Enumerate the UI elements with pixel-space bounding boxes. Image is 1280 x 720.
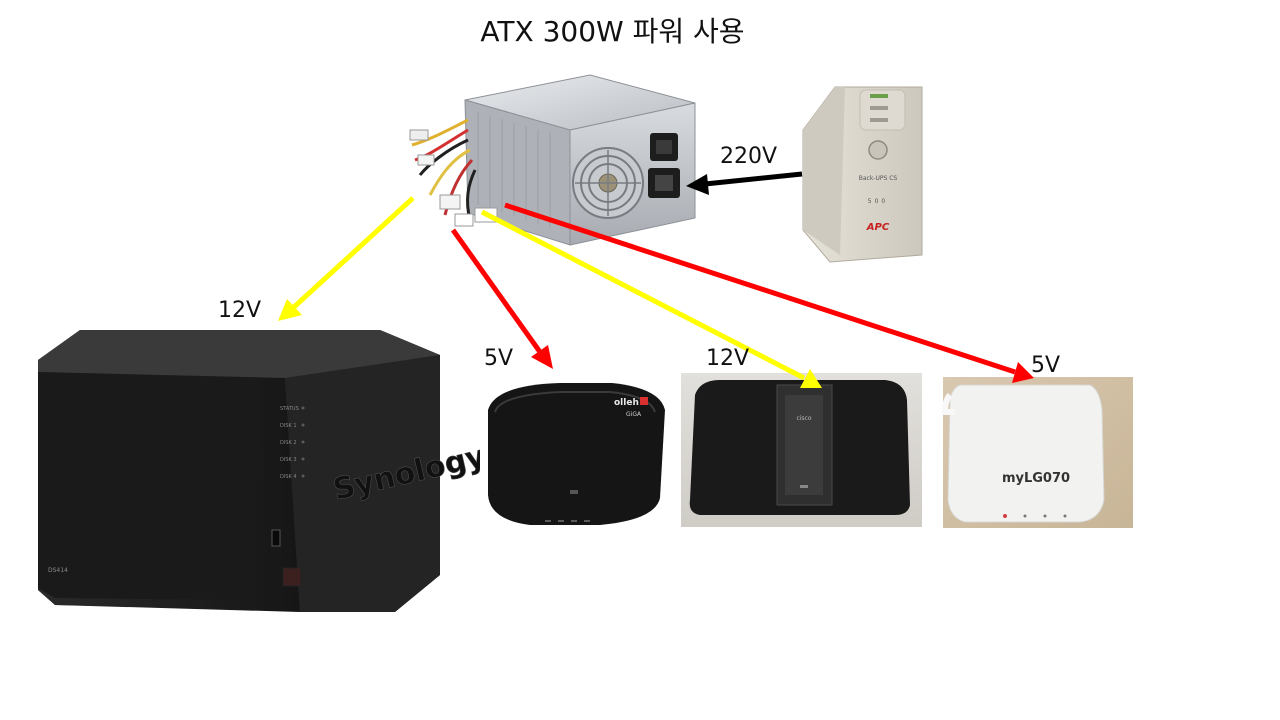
voltage-label-modem: 5V bbox=[484, 346, 514, 371]
nas-led-disk2: DISK 2 bbox=[280, 440, 297, 446]
modem-brand-text: olleh bbox=[614, 398, 639, 408]
ups-capacity-text: 500 bbox=[868, 198, 888, 205]
cisco-router: cisco bbox=[681, 373, 922, 527]
arrow-psu-to-gateway bbox=[504, 202, 1034, 383]
olleh-modem: olleh GiGA bbox=[480, 378, 677, 530]
arrow-psu-to-router bbox=[480, 209, 822, 388]
ups-brand-text: APC bbox=[866, 222, 890, 233]
arrow-psu-to-modem bbox=[450, 228, 553, 369]
voltage-label-nas: 12V bbox=[218, 298, 262, 323]
nas-model-text: DS414 bbox=[48, 567, 68, 574]
arrow-ups-to-psu bbox=[686, 171, 803, 195]
voltage-label-router: 12V bbox=[706, 346, 750, 371]
ups-model-text: Back-UPS CS bbox=[859, 175, 898, 182]
gateway-brand-text: myLG070 bbox=[1002, 471, 1070, 486]
modem-sub-text: GiGA bbox=[626, 411, 642, 418]
mylg070-gateway: myLG070 bbox=[941, 377, 1133, 528]
atx-power-supply bbox=[409, 74, 696, 246]
apc-ups: Back-UPS CS 500 APC bbox=[802, 86, 923, 263]
diagram-title: ATX 300W 파워 사용 bbox=[480, 15, 745, 48]
nas-led-status: STATUS bbox=[280, 406, 299, 412]
nas-led-disk4: DISK 4 bbox=[280, 474, 297, 480]
nas-led-disk1: DISK 1 bbox=[280, 423, 297, 429]
voltage-label-220v: 220V bbox=[720, 144, 778, 169]
nas-led-disk3: DISK 3 bbox=[280, 457, 297, 463]
router-brand-text: cisco bbox=[796, 415, 811, 422]
synology-nas: STATUS DISK 1 DISK 2 DISK 3 DISK 4 Synol… bbox=[38, 330, 490, 612]
voltage-label-gateway: 5V bbox=[1031, 353, 1061, 378]
arrow-psu-to-nas bbox=[278, 196, 415, 321]
